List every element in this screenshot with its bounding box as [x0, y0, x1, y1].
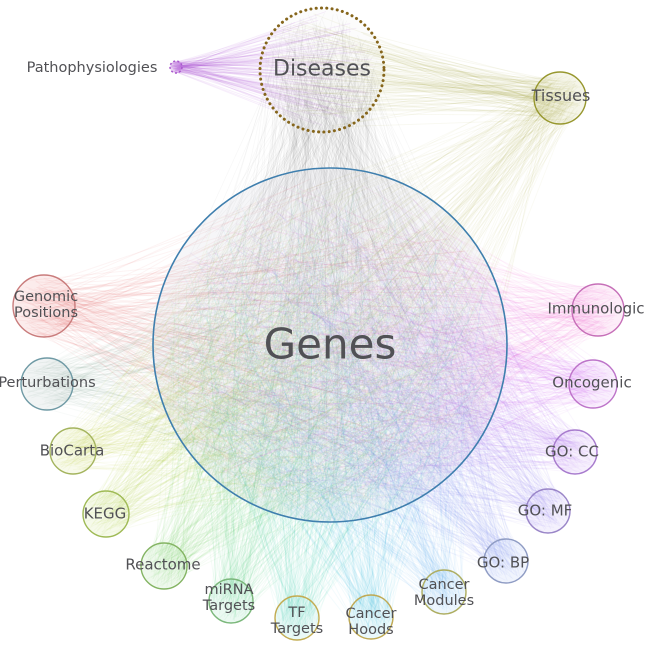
node-mirna-targets[interactable] — [208, 578, 254, 624]
edge-bundle-tf-targets-genes — [164, 191, 497, 638]
node-biocarta[interactable] — [49, 427, 97, 475]
edge-bundle-oncogenic-genes — [167, 197, 616, 513]
node-diseases[interactable] — [258, 6, 386, 134]
node-go-cc[interactable] — [552, 429, 598, 475]
edge-bundle-tissues-diseases — [266, 13, 585, 128]
edge-bundle-tissues-genes — [164, 73, 583, 509]
node-oncogenic[interactable] — [568, 359, 618, 409]
node-reactome[interactable] — [140, 542, 188, 590]
edge-bundle-genomic-positions-genes — [14, 178, 485, 510]
edge-bundle-mirna-targets-genes — [165, 187, 499, 621]
node-layer — [12, 6, 625, 641]
node-cancer-hoods[interactable] — [348, 594, 394, 640]
edge-bundle-go-bp-genes — [170, 185, 525, 581]
edge-bundle-go-mf-genes — [162, 182, 569, 531]
edge-layer — [14, 11, 622, 638]
edge-bundle-biocarta-genes — [51, 182, 496, 506]
node-perturbations[interactable] — [20, 357, 74, 411]
edge-bundle-diseases-genes — [163, 12, 492, 512]
node-genomic-positions[interactable] — [12, 274, 76, 338]
node-go-bp[interactable] — [483, 538, 529, 584]
edge-bundle-reactome-genes — [142, 185, 468, 588]
node-pathophysiologies[interactable] — [169, 60, 183, 74]
node-tissues[interactable] — [533, 71, 587, 125]
node-tf-targets[interactable] — [274, 595, 320, 641]
edge-bundle-kegg-genes — [85, 183, 488, 536]
edge-bundle-go-cc-genes — [172, 186, 595, 510]
node-immunologic[interactable] — [571, 283, 625, 337]
node-genes[interactable] — [152, 167, 508, 523]
edge-bundle-cancer-hoods-genes — [164, 190, 496, 637]
edge-bundle-immunologic-genes — [165, 185, 622, 510]
node-cancer-modules[interactable] — [421, 569, 467, 615]
node-kegg[interactable] — [82, 490, 130, 538]
node-go-mf[interactable] — [525, 488, 571, 534]
